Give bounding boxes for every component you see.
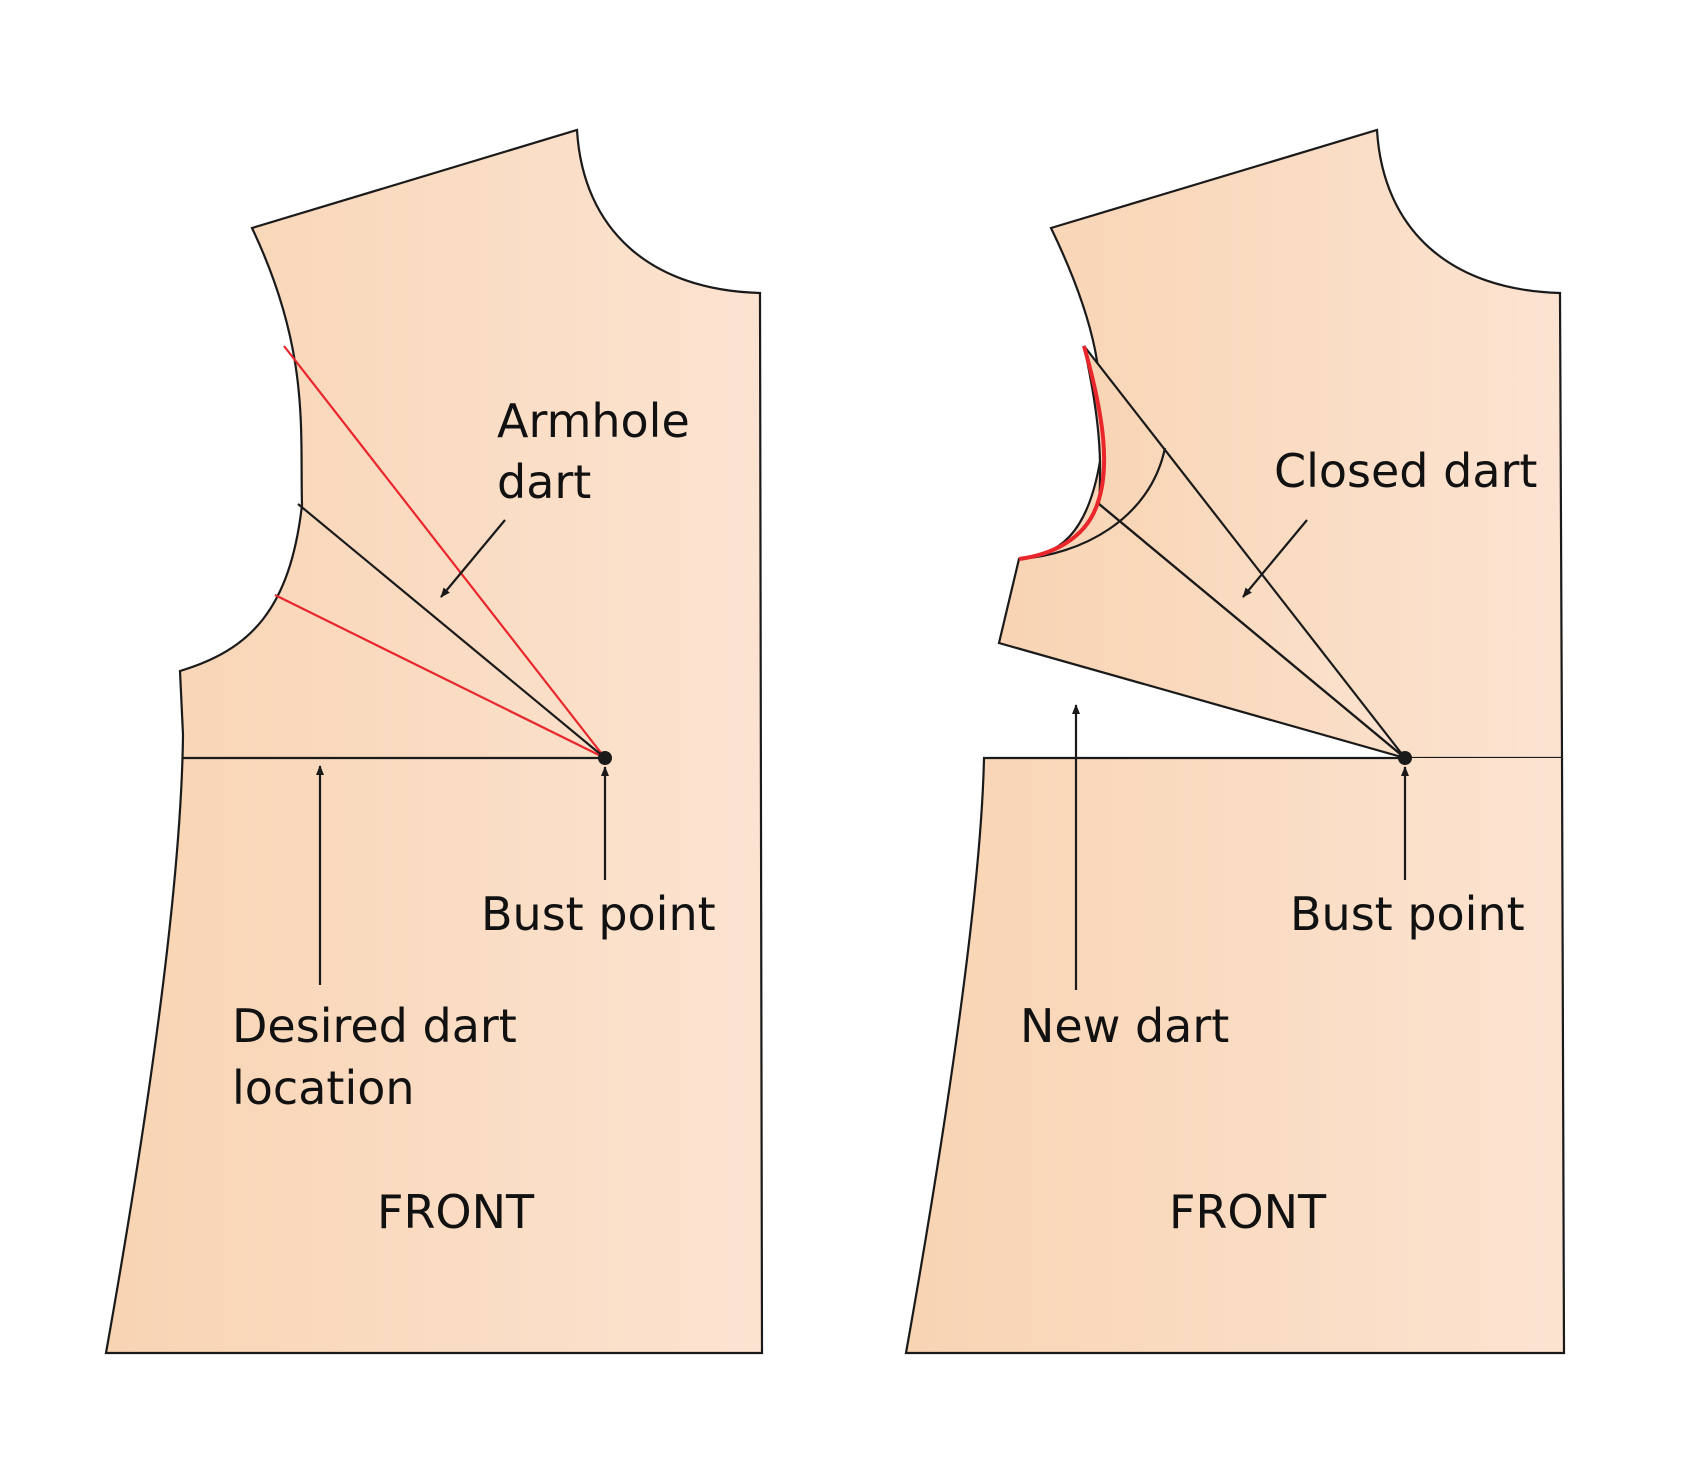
left-dart-center-line <box>297 503 606 759</box>
desired-dart-label-line2: location <box>232 1061 415 1115</box>
right-bodice-panel: Closed dart Bust point New dart FRONT <box>904 128 1566 1355</box>
new-dart-label: New dart <box>1020 999 1229 1053</box>
closed-dart-arrow <box>1242 519 1308 598</box>
right-bodice-lower-piece <box>906 758 1564 1353</box>
desired-dart-label-line1: Desired dart <box>232 999 517 1053</box>
right-bust-point-label: Bust point <box>1290 887 1525 941</box>
closed-dart-label: Closed dart <box>1274 444 1537 498</box>
left-bodice-outline <box>104 128 764 1355</box>
left-bust-point-label: Bust point <box>481 887 716 941</box>
right-front-label: FRONT <box>1169 1185 1327 1239</box>
armhole-dart-label-line1: Armhole <box>497 394 690 448</box>
right-bust-point-dot <box>1398 751 1412 765</box>
right-dart-center-line <box>1098 503 1406 759</box>
left-bodice-panel: Armhole dart Bust point Desired dart loc… <box>104 128 764 1355</box>
left-front-label: FRONT <box>377 1185 535 1239</box>
right-bodice-lower-outline <box>904 756 1566 1355</box>
trued-armhole-red-curve <box>1018 345 1107 561</box>
left-dart-leg-upper-red <box>283 345 606 759</box>
left-dart-leg-lower-red <box>274 594 606 759</box>
armhole-dart-arrow <box>440 519 506 598</box>
left-bust-point-dot <box>598 751 612 765</box>
armhole-dart-label-line2: dart <box>497 455 591 509</box>
